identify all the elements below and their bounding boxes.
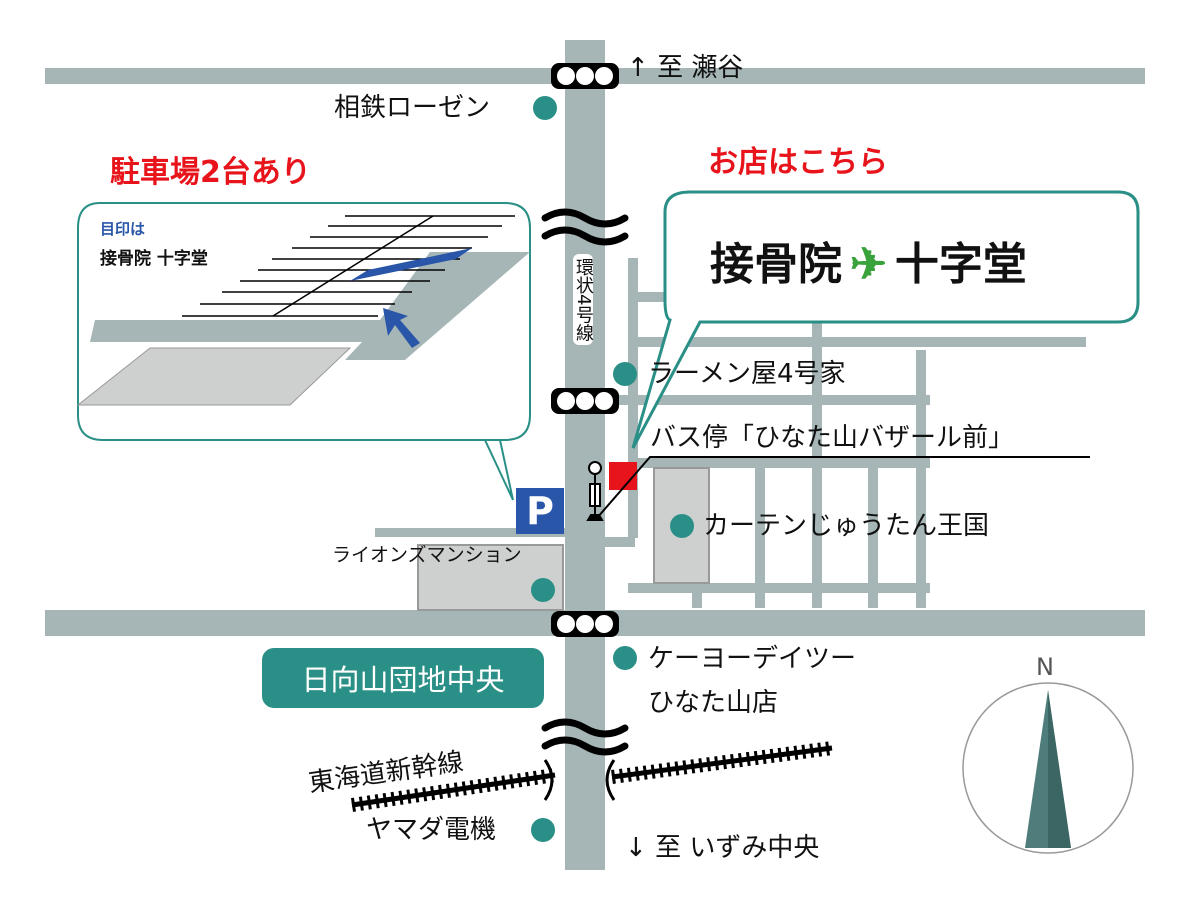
entry-arrow-icon <box>383 308 420 348</box>
parking-sign[interactable]: P <box>516 488 564 534</box>
traffic-light-icon <box>551 388 619 414</box>
compass-icon <box>962 682 1134 854</box>
parking-title: 駐車場2台あり <box>110 155 311 190</box>
shop-callout-title: お店はこちら <box>708 145 888 180</box>
traffic-light-icon <box>551 63 619 89</box>
bus-stop-leader <box>596 456 1090 519</box>
landmark-keiyo: ケーヨーデイツー <box>648 644 857 674</box>
landmark-keiyo-store: ひなた山店 <box>648 688 779 718</box>
shop-callout <box>631 190 1140 449</box>
road-label: 環状4号線 <box>573 254 594 346</box>
road-break-icon <box>541 208 629 756</box>
landmark-bus-stop: バス停「ひなた山バザール前」 <box>650 423 1015 453</box>
parking-mark-label: 目印は <box>100 220 146 238</box>
landmark-yamada: ヤマダ電機 <box>366 815 497 845</box>
landmark-lions: ライオンズマンション <box>332 544 522 566</box>
landmark-dot-icon <box>531 96 694 842</box>
south-direction: ↓ 至 いずみ中央 <box>625 833 820 863</box>
north-direction: ↑ 至 瀬谷 <box>627 53 744 83</box>
compass-north-label: N <box>1036 653 1054 681</box>
parking-clinic-logo: 接骨院 十字堂 <box>100 249 208 269</box>
landmark-sotetsu: 相鉄ローゼン <box>334 93 491 123</box>
parking-lot-diagram <box>76 215 530 406</box>
landmark-curtain: カーテンじゅうたん王国 <box>703 511 990 541</box>
railway-shinkansen <box>350 741 833 812</box>
intersection-label: 日向山団地中央 <box>262 648 544 708</box>
swallow-logo-icon: ✈ <box>850 239 887 290</box>
shop-logo: 接骨院✈十字堂 <box>710 239 1027 290</box>
traffic-light-icon <box>551 611 619 637</box>
landmark-ramen: ラーメン屋4号家 <box>648 359 846 389</box>
